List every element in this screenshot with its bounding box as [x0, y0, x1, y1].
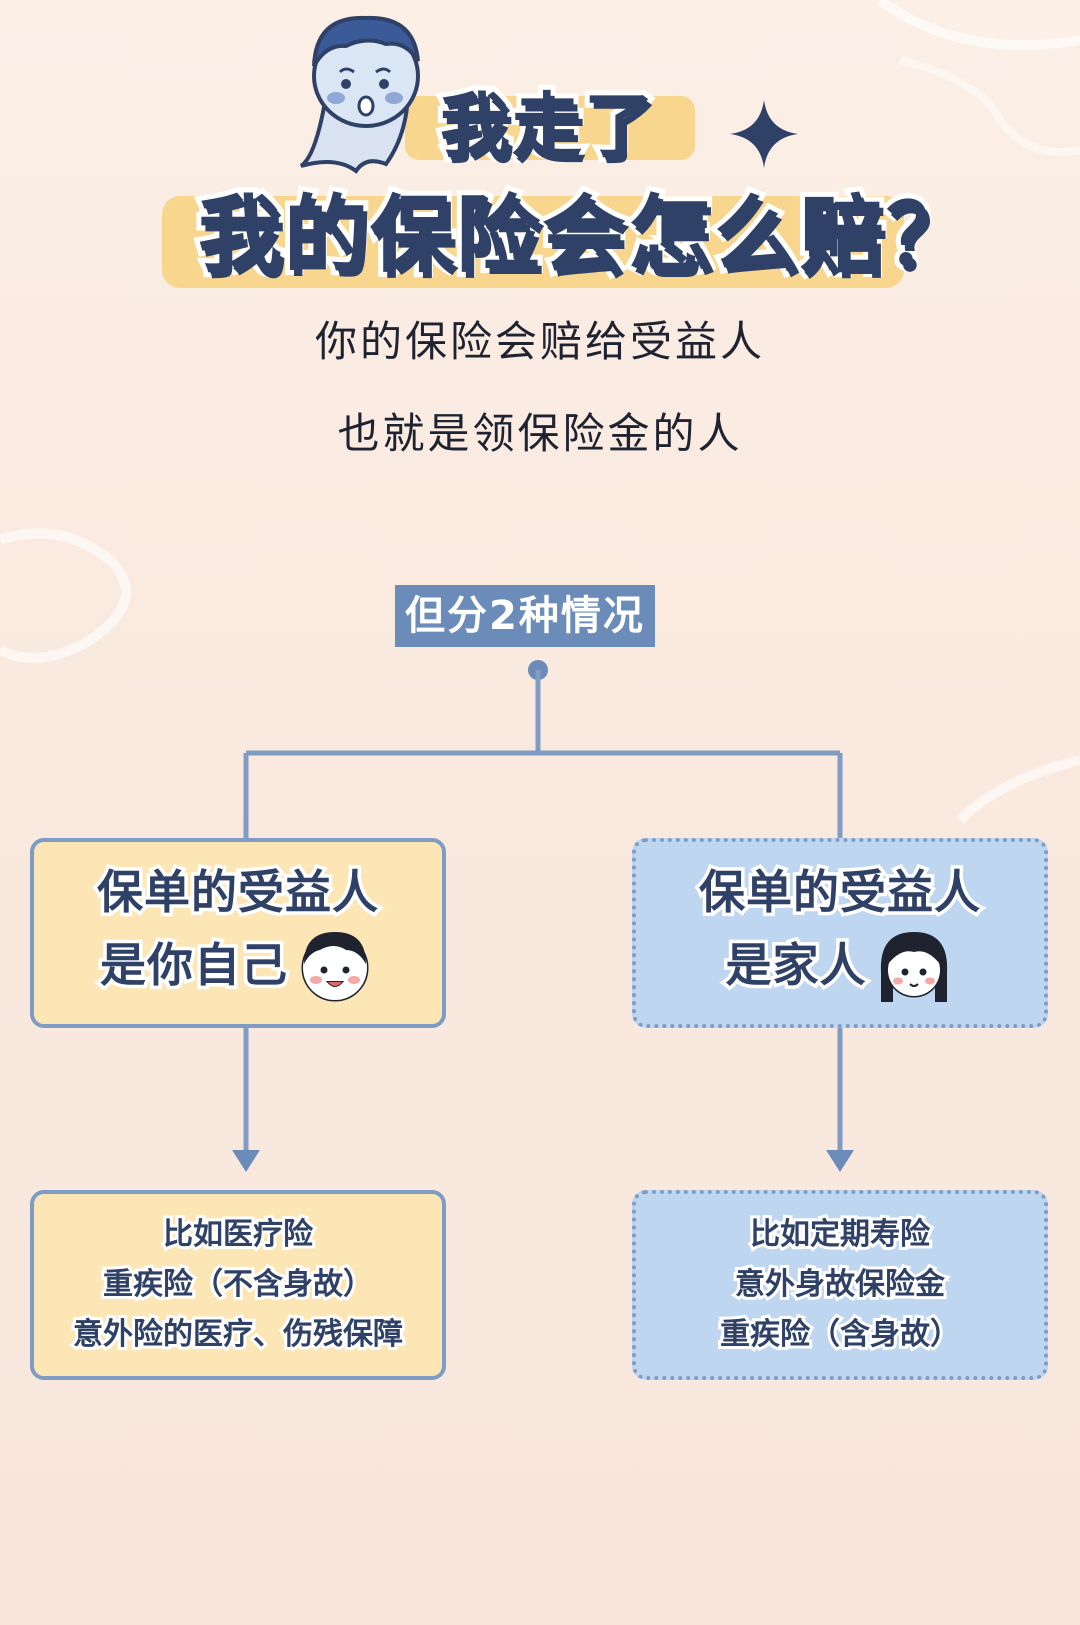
family-examples-box: 比如定期寿险 意外身故保险金 重疾险（含身故） [632, 1190, 1048, 1380]
title-line-2: 我的保险会怎么赔？ [193, 181, 975, 289]
title-highlight-band [162, 196, 904, 288]
family-example-item: 比如定期寿险 [747, 1214, 933, 1255]
boy-face-icon [301, 932, 369, 1002]
family-example-item: 意外身故保险金 [732, 1264, 948, 1305]
self-example-item: 重疾险（不含身故） [100, 1264, 376, 1305]
root-node-label: 但分2种情况 [395, 585, 655, 647]
title-highlight-band [405, 96, 695, 160]
title-area: 我走了 我的保险会怎么赔？ [0, 0, 1080, 300]
family-beneficiary-box: 保单的受益人 是家人 [632, 838, 1048, 1028]
self-examples-box: 比如医疗险 重疾险（不含身故） 意外险的医疗、伤残保障 [30, 1190, 446, 1380]
family-example-item: 重疾险（含身故） [717, 1314, 963, 1355]
self-example-item: 意外险的医疗、伤残保障 [70, 1314, 406, 1355]
subtitle-line-2: 也就是领保险金的人 [337, 409, 743, 458]
arrow-left-head [232, 1150, 260, 1172]
self-heading-line-2: 是你自己 [97, 935, 291, 996]
self-heading-line-2-row: 是你自己 [97, 924, 376, 1006]
family-heading-line-2: 是家人 [722, 935, 869, 996]
sparkle-star-icon [730, 100, 798, 168]
ghost-boy-icon [299, 15, 420, 174]
title-line-1: 我走了 [435, 80, 659, 172]
self-heading-line-1: 保单的受益人 [94, 862, 382, 923]
arrow-right-head [826, 1150, 854, 1172]
self-example-item: 比如医疗险 [160, 1214, 316, 1255]
family-heading-line-2-row: 是家人 [722, 924, 955, 1006]
self-beneficiary-box: 保单的受益人 是你自己 [30, 838, 446, 1028]
family-heading-line-1: 保单的受益人 [696, 862, 984, 923]
girl-face-icon [880, 932, 947, 1002]
subtitle-line-1: 你的保险会赔给受益人 [314, 317, 765, 366]
